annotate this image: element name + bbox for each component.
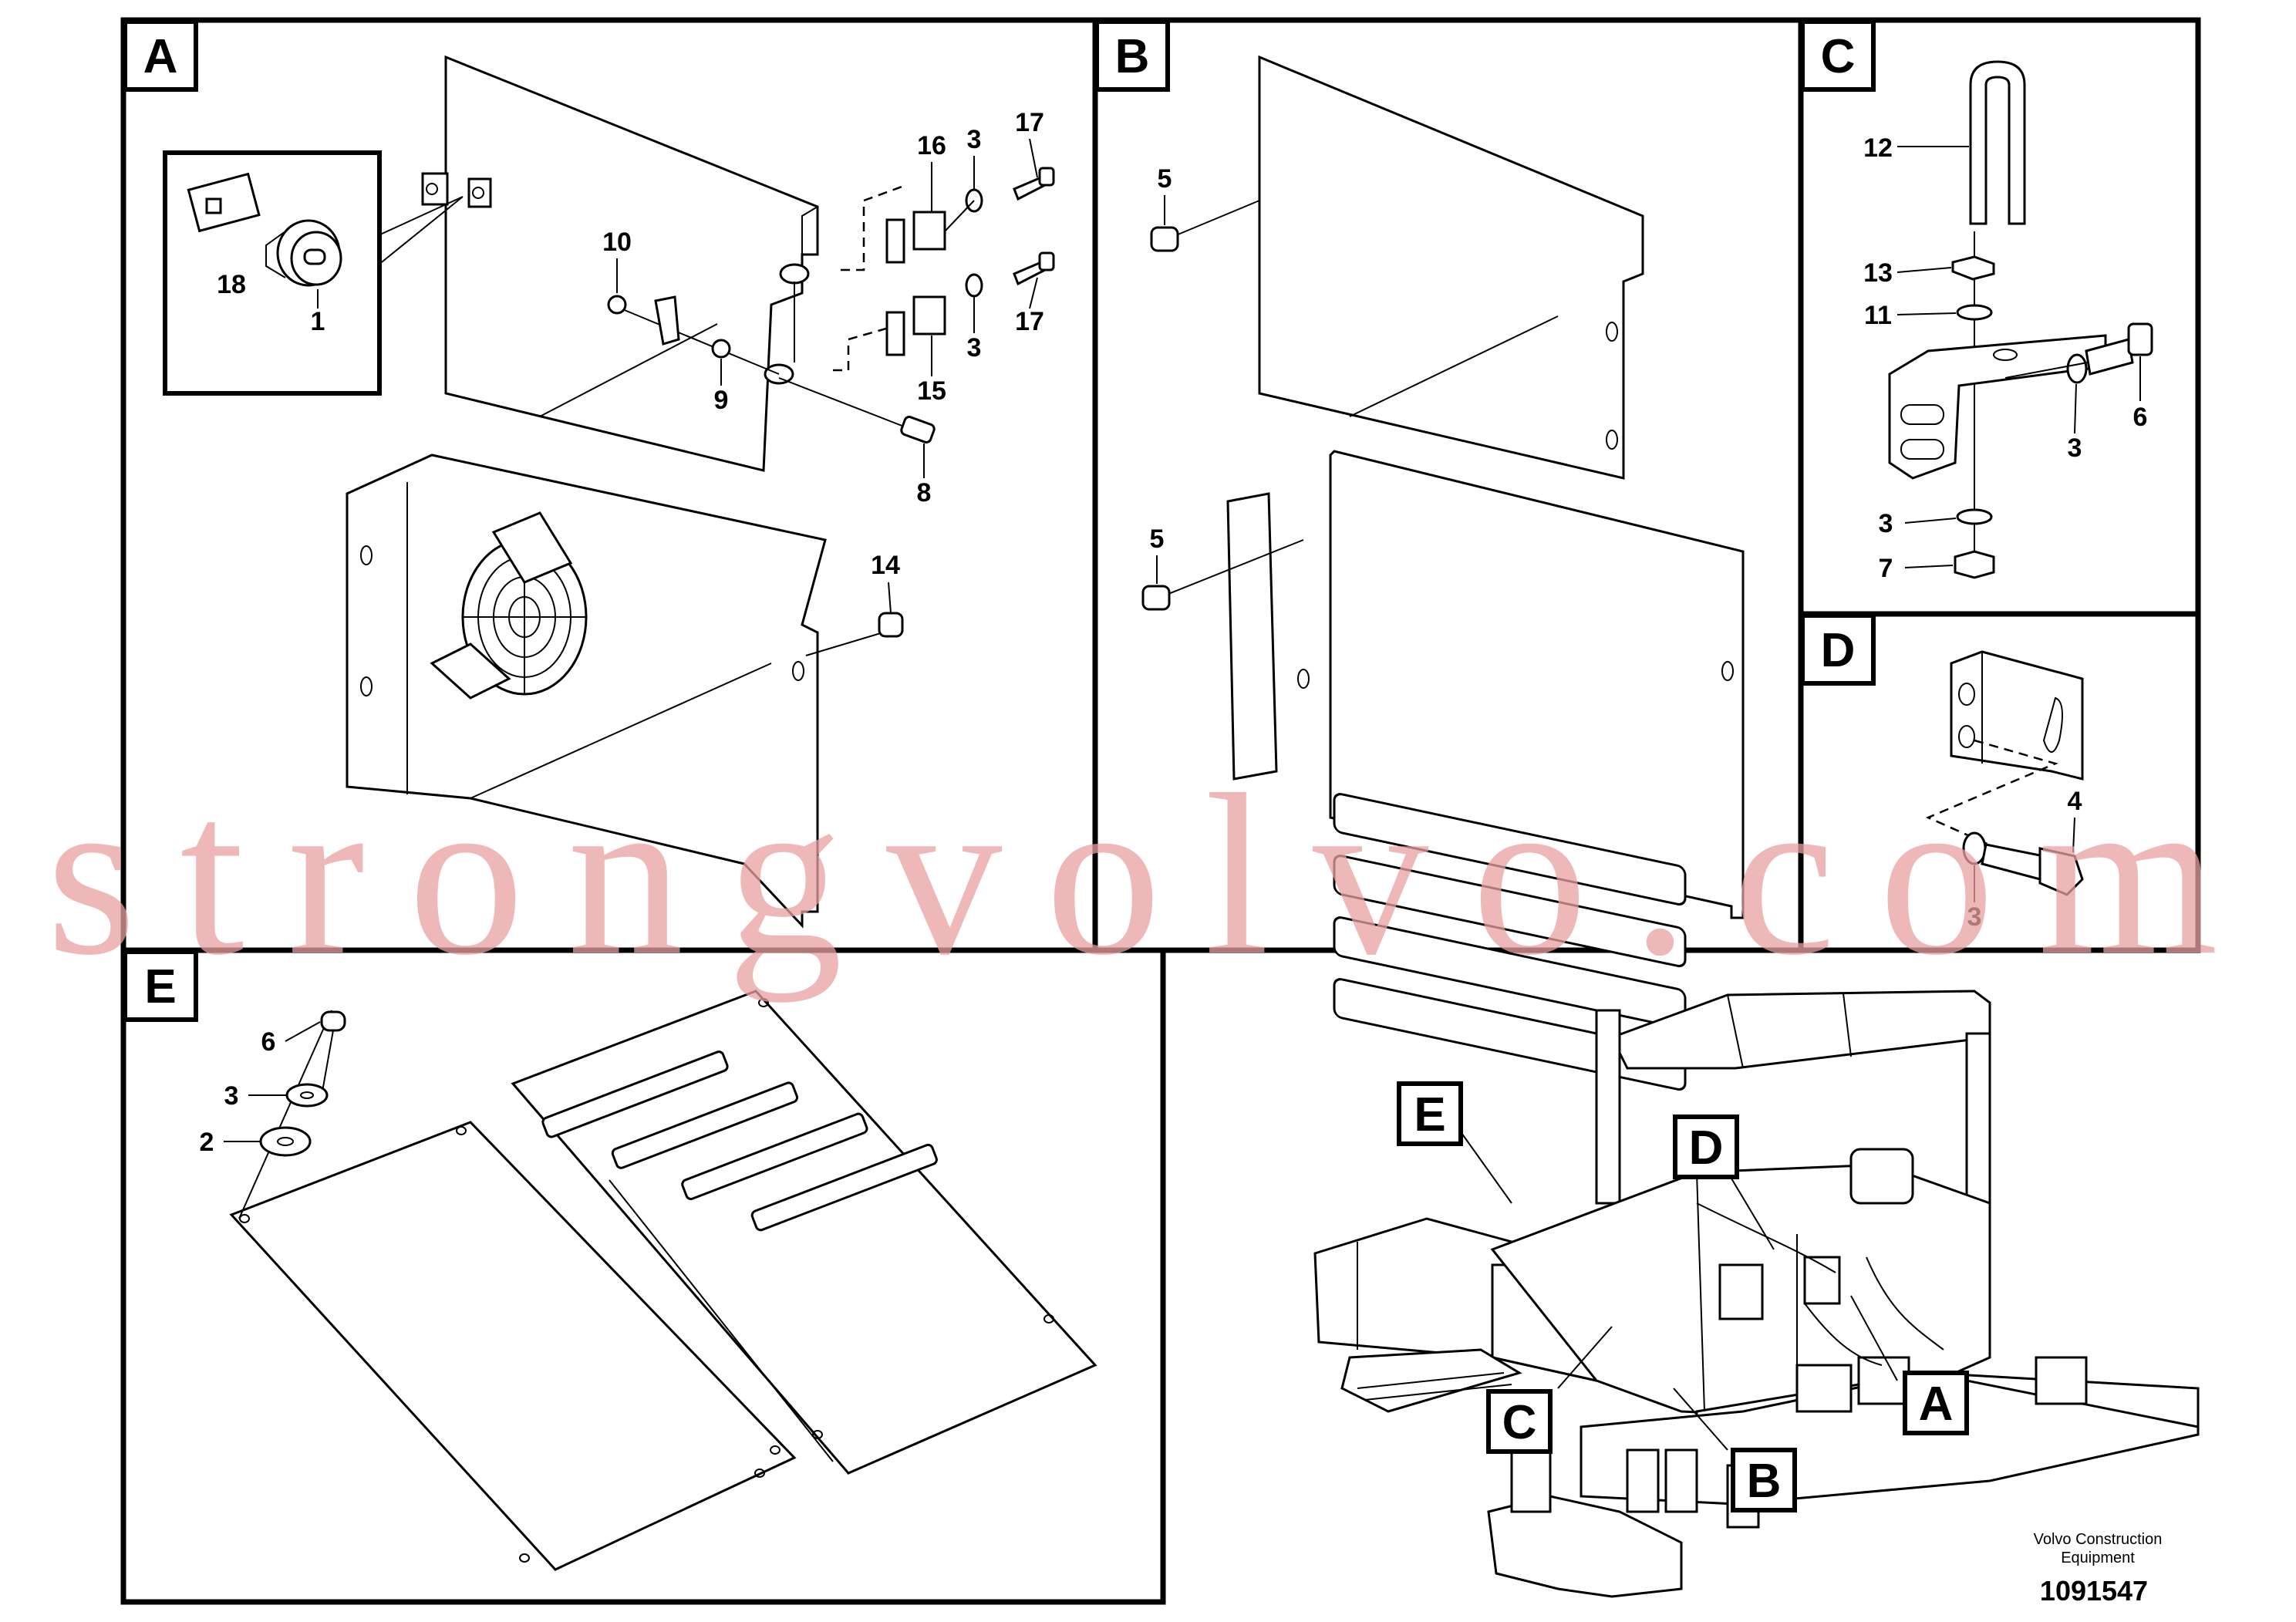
company-name-line1: Volvo Construction: [2034, 1531, 2163, 1548]
company-name-line2: Equipment: [2061, 1549, 2135, 1566]
callout-a-9: 9: [714, 386, 729, 415]
overview-machine: [1313, 990, 2200, 1598]
svg-text:C: C: [1821, 30, 1856, 83]
panel-c-drawing: [1888, 60, 2153, 579]
callout-a-18: 18: [217, 270, 246, 299]
callout-a-17-bottom: 17: [1015, 307, 1044, 336]
callout-c-3-lower: 3: [1879, 509, 1893, 538]
callout-e-2: 2: [200, 1128, 214, 1157]
callout-a-8: 8: [917, 478, 932, 508]
panel-b-drawing: [1141, 55, 1745, 1091]
callout-c-7: 7: [1879, 554, 1893, 583]
svg-text:D: D: [1689, 1121, 1724, 1175]
panel-label-b: B: [1094, 19, 1170, 92]
overview-label-a: A: [1903, 1371, 1969, 1435]
panel-label-d: D: [1800, 613, 1876, 686]
panel-e-drawing: [229, 990, 1097, 1571]
callout-a-1: 1: [311, 307, 325, 336]
panel-label-e: E: [123, 949, 198, 1022]
callout-b-5-bottom: 5: [1150, 524, 1165, 554]
drawing-number: 1091547: [2040, 1575, 2148, 1607]
overview-label-e: E: [1397, 1081, 1463, 1146]
callout-a-14: 14: [871, 551, 900, 580]
callout-c-13: 13: [1863, 258, 1893, 288]
callout-c-6: 6: [2133, 403, 2148, 432]
svg-text:D: D: [1821, 624, 1856, 677]
callout-c-3-right: 3: [2068, 433, 2082, 463]
callout-a-15: 15: [917, 376, 946, 406]
panel-d-drawing: [1925, 650, 2084, 896]
svg-text:A: A: [1919, 1378, 1954, 1431]
callout-e-6: 6: [261, 1027, 276, 1057]
svg-text:C: C: [1502, 1396, 1537, 1449]
callout-d-4: 4: [2068, 787, 2082, 816]
svg-text:A: A: [143, 30, 178, 83]
callout-e-3: 3: [224, 1081, 239, 1111]
panel-label-c: C: [1800, 19, 1876, 92]
panel-a-drawing: [163, 55, 1055, 929]
callout-a-3-top: 3: [967, 125, 982, 154]
callout-a-3-bottom: 3: [967, 333, 982, 363]
svg-text:B: B: [1747, 1455, 1782, 1508]
callout-b-5-top: 5: [1158, 164, 1172, 194]
callout-d-3: 3: [1967, 902, 1982, 932]
callout-a-16: 16: [917, 131, 946, 160]
overview-label-d: D: [1673, 1114, 1739, 1179]
svg-text:B: B: [1115, 30, 1150, 83]
svg-text:E: E: [144, 960, 176, 1013]
overview-label-b: B: [1731, 1448, 1797, 1512]
watermark-text: strongvolvo.com: [46, 747, 2252, 1003]
callout-a-10: 10: [602, 228, 632, 257]
overview-label-c: C: [1486, 1389, 1553, 1454]
panel-label-a: A: [123, 19, 198, 92]
svg-text:E: E: [1414, 1088, 1445, 1141]
callout-c-12: 12: [1863, 133, 1893, 163]
callout-a-17-top: 17: [1015, 108, 1044, 137]
callout-c-11: 11: [1864, 301, 1892, 330]
